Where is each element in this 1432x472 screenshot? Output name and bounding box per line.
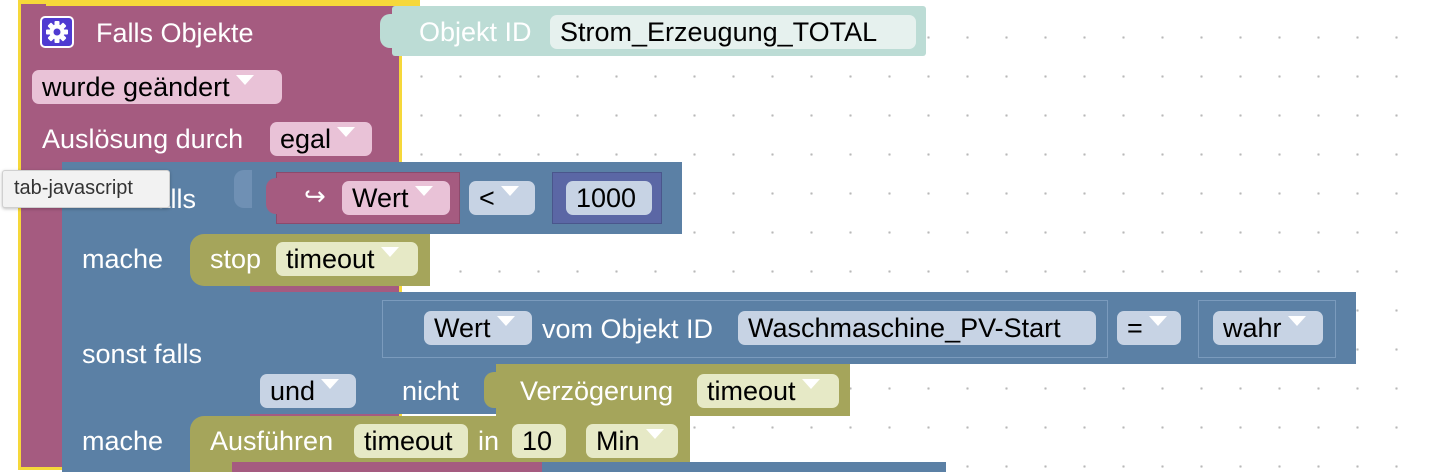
compare-notch — [266, 178, 282, 214]
gear-icon[interactable] — [40, 16, 74, 48]
trigger-by-value: egal — [280, 124, 332, 154]
dropdown-arrow-icon — [380, 246, 399, 257]
verzoegerung-var-value: timeout — [707, 376, 796, 406]
compare-value-dropdown[interactable]: Wert — [424, 311, 532, 345]
vom-objekt-label: vom Objekt ID — [542, 314, 714, 344]
in-label: in — [478, 426, 500, 456]
value-label: Wert — [352, 183, 409, 213]
dropdown-arrow-icon — [235, 74, 254, 85]
trigger-by-label: Auslösung durch — [42, 124, 244, 154]
dropdown-arrow-icon — [414, 185, 433, 196]
mache-label-2: mache — [82, 426, 164, 456]
run-var-field[interactable]: timeout — [354, 424, 468, 458]
dropdown-arrow-icon — [337, 126, 356, 137]
logic-notch — [234, 170, 252, 208]
unit-value: Min — [596, 426, 640, 456]
return-arrow-icon: ↪ — [304, 181, 326, 211]
operator-dropdown[interactable]: < — [469, 181, 535, 215]
equals-dropdown[interactable]: = — [1117, 311, 1181, 345]
change-mode-dropdown[interactable]: wurde geändert — [32, 70, 282, 104]
operator-value: < — [479, 183, 495, 213]
trigger-tab-highlight — [46, 0, 420, 6]
number-value: 1000 — [576, 183, 637, 213]
verzoegerung-label: Verzögerung — [520, 376, 674, 406]
dropdown-arrow-icon — [500, 185, 519, 196]
dropdown-arrow-icon — [1148, 315, 1167, 326]
dropdown-arrow-icon — [1287, 315, 1306, 326]
change-mode-value: wurde geändert — [42, 72, 230, 102]
object-id-field[interactable]: Strom_Erzeugung_TOTAL — [550, 15, 916, 49]
tooltip-text: tab-javascript — [14, 177, 133, 199]
object-id-value: Strom_Erzeugung_TOTAL — [560, 17, 878, 47]
object-id-label: Objekt ID — [419, 17, 532, 47]
sonst-falls-label: sonst falls — [82, 339, 203, 369]
und-value: und — [270, 376, 316, 406]
value-dropdown[interactable]: Wert — [342, 181, 450, 215]
object-id-field-2[interactable]: Waschmaschine_PV-Start — [738, 311, 1096, 345]
dropdown-arrow-icon — [645, 428, 664, 439]
delay-number-field[interactable]: 10 — [512, 424, 566, 458]
stop-var-dropdown[interactable]: timeout — [276, 242, 418, 276]
connector-notch — [380, 14, 398, 48]
dropdown-arrow-icon — [321, 378, 340, 389]
number-field[interactable]: 1000 — [566, 181, 652, 215]
trigger-by-dropdown[interactable]: egal — [270, 122, 372, 156]
nicht-label: nicht — [402, 376, 460, 406]
run-var-value: timeout — [364, 426, 453, 456]
verzoegerung-var-dropdown[interactable]: timeout — [697, 374, 839, 408]
compare-value-label: Wert — [434, 313, 491, 343]
mache-label: mache — [82, 244, 164, 274]
equals-value: = — [1127, 313, 1143, 343]
dropdown-arrow-icon — [496, 315, 515, 326]
nested-block-partial-blue — [542, 462, 946, 472]
bool-dropdown[interactable]: wahr — [1213, 311, 1323, 345]
unit-dropdown[interactable]: Min — [586, 424, 678, 458]
delay-number-value: 10 — [522, 426, 553, 456]
bool-value: wahr — [1223, 313, 1282, 343]
verzoegerung-notch — [484, 372, 500, 408]
dropdown-arrow-icon — [801, 378, 820, 389]
run-label: Ausführen — [210, 426, 334, 456]
nested-block-partial-pink — [232, 462, 542, 472]
tooltip — [2, 170, 170, 208]
trigger-title: Falls Objekte — [96, 18, 254, 48]
stop-var-value: timeout — [286, 244, 375, 274]
stop-label: stop — [210, 244, 262, 274]
und-dropdown[interactable]: und — [260, 374, 356, 408]
object-id-2-value: Waschmaschine_PV-Start — [748, 313, 1061, 343]
